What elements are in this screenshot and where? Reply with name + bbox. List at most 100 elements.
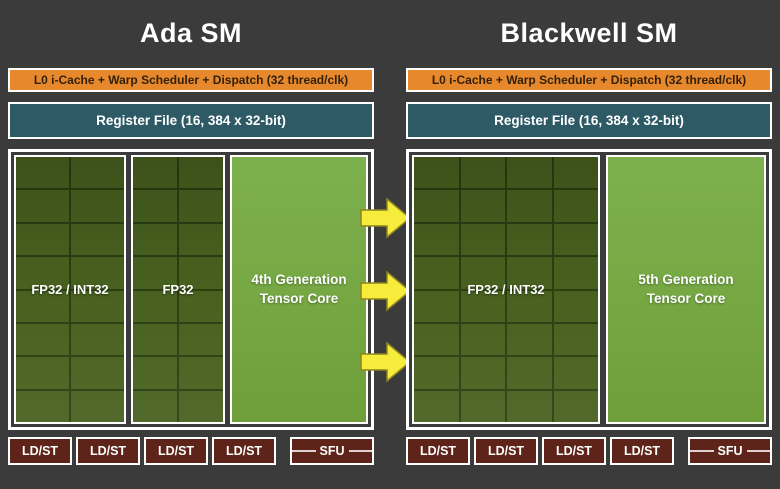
compute-cell (460, 157, 505, 189)
compute-cell (16, 257, 69, 289)
sfu-unit: SFU (290, 437, 374, 465)
compute-cell (16, 357, 69, 389)
ada-load-store-row: LD/ST LD/ST LD/ST LD/ST SFU (8, 437, 374, 465)
sfu-label: SFU (319, 444, 345, 458)
compute-cell (460, 257, 505, 289)
ada-register-file-bar: Register File (16, 384 x 32-bit) (8, 102, 374, 139)
compute-cell (133, 390, 177, 422)
blackwell-fp32-int32-grid (414, 157, 598, 422)
compute-cell (16, 157, 69, 189)
compute-cell (133, 290, 177, 322)
compute-cell (71, 190, 124, 222)
blackwell-title: Blackwell SM (500, 18, 678, 48)
ada-title: Ada SM (139, 18, 242, 48)
compute-cell (71, 257, 124, 289)
blackwell-tensor-core-label: 5th Generation Tensor Core (638, 272, 734, 306)
ldst-unit: LD/ST (474, 437, 538, 465)
compute-cell (179, 357, 223, 389)
compute-cell (553, 357, 598, 389)
ada-tensor-core-block: 4th Generation Tensor Core (230, 155, 368, 424)
compute-cell (71, 223, 124, 256)
compute-cell (179, 390, 223, 422)
blackwell-register-file-bar: Register File (16, 384 x 32-bit) (406, 102, 772, 139)
compute-cell (507, 223, 552, 256)
ada-fp32-int32-block: FP32 / INT32 (14, 155, 126, 424)
compute-cell (414, 223, 459, 256)
ldst-unit: LD/ST (406, 437, 470, 465)
compute-cell (553, 390, 598, 422)
blackwell-fp32-int32-block: FP32 / INT32 (412, 155, 600, 424)
ada-fp32-int32-label: FP32 / INT32 (31, 282, 109, 297)
compute-cell (133, 357, 177, 389)
compute-cell (16, 390, 69, 422)
ada-fp32-int32-grid (16, 157, 124, 422)
compute-cell (71, 323, 124, 356)
compute-cell (507, 357, 552, 389)
compute-cell (133, 157, 177, 189)
compute-cell (553, 223, 598, 256)
ada-fp32-label: FP32 (162, 282, 194, 297)
compute-cell (460, 357, 505, 389)
compute-cell (507, 290, 552, 322)
compute-cell (179, 290, 223, 322)
compute-cell (553, 323, 598, 356)
compute-cell (414, 257, 459, 289)
blackwell-sm-panel: Blackwell SM L0 i-Cache + Warp Scheduler… (406, 0, 772, 465)
compute-cell (133, 223, 177, 256)
compute-cell (133, 323, 177, 356)
compute-cell (460, 190, 505, 222)
compute-cell (71, 157, 124, 189)
ada-sm-panel: Ada SM L0 i-Cache + Warp Scheduler + Dis… (8, 0, 374, 465)
compute-cell (414, 357, 459, 389)
compute-cell (16, 290, 69, 322)
compute-cell (507, 190, 552, 222)
ada-tensor-core-label: 4th Generation Tensor Core (251, 272, 347, 306)
ldst-unit: LD/ST (212, 437, 276, 465)
ada-fp32-grid (133, 157, 223, 422)
compute-cell (414, 290, 459, 322)
compute-cell (133, 190, 177, 222)
blackwell-scheduler-bar: L0 i-Cache + Warp Scheduler + Dispatch (… (406, 68, 772, 92)
blackwell-fp32-int32-label: FP32 / INT32 (467, 282, 545, 297)
ada-fp32-block: FP32 (131, 155, 225, 424)
compute-cell (507, 323, 552, 356)
compute-cell (179, 323, 223, 356)
ada-scheduler-bar: L0 i-Cache + Warp Scheduler + Dispatch (… (8, 68, 374, 92)
blackwell-compute-area: FP32 / INT32 5th Generation Tensor Core (406, 149, 772, 430)
ldst-unit: LD/ST (144, 437, 208, 465)
compute-cell (460, 223, 505, 256)
compute-cell (133, 257, 177, 289)
sfu-unit: SFU (688, 437, 772, 465)
compute-cell (16, 323, 69, 356)
compute-cell (507, 157, 552, 189)
compute-cell (179, 257, 223, 289)
compute-cell (16, 190, 69, 222)
ldst-unit: LD/ST (610, 437, 674, 465)
blackwell-load-store-row: LD/ST LD/ST LD/ST LD/ST SFU (406, 437, 772, 465)
compute-cell (507, 390, 552, 422)
compute-cell (71, 357, 124, 389)
compute-cell (179, 223, 223, 256)
compute-cell (414, 157, 459, 189)
compute-cell (553, 190, 598, 222)
ada-compute-area: FP32 / INT32 FP32 4th Generation Tensor … (8, 149, 374, 430)
compute-cell (179, 190, 223, 222)
compute-cell (16, 223, 69, 256)
compute-cell (414, 323, 459, 356)
compute-cell (414, 390, 459, 422)
compute-cell (460, 390, 505, 422)
compute-cell (71, 390, 124, 422)
compute-cell (179, 157, 223, 189)
compute-cell (553, 157, 598, 189)
compute-cell (460, 323, 505, 356)
sfu-label: SFU (717, 444, 743, 458)
compute-cell (553, 290, 598, 322)
ldst-unit: LD/ST (76, 437, 140, 465)
compute-cell (460, 290, 505, 322)
ldst-unit: LD/ST (542, 437, 606, 465)
blackwell-tensor-core-block: 5th Generation Tensor Core (606, 155, 766, 424)
compute-cell (553, 257, 598, 289)
ldst-unit: LD/ST (8, 437, 72, 465)
compute-cell (414, 190, 459, 222)
